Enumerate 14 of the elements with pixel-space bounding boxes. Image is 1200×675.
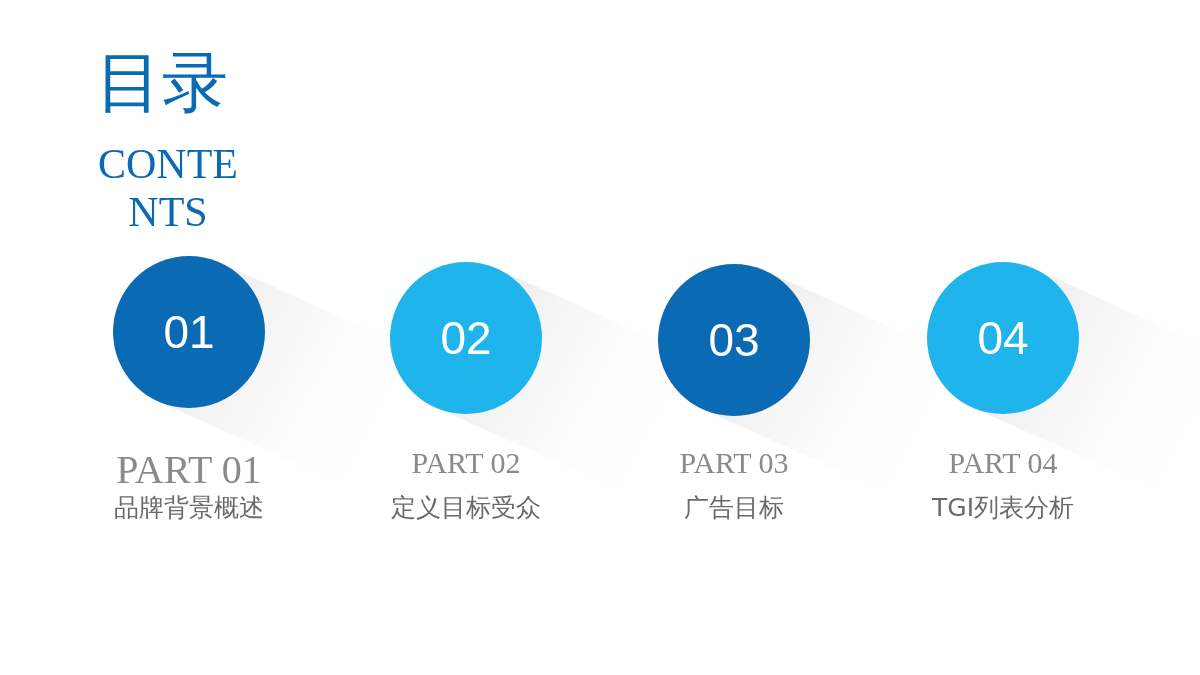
section-title: TGI列表分析 xyxy=(931,495,1075,520)
part-label: PART 04 xyxy=(947,448,1059,478)
title: 目录 xyxy=(96,50,228,116)
part-label: PART 01 xyxy=(115,450,263,490)
number-circle: 02 xyxy=(390,262,542,414)
part-label: PART 03 xyxy=(678,448,790,478)
number-circle: 01 xyxy=(113,256,265,408)
section-title: 品牌背景概述 xyxy=(113,495,265,520)
number-circle: 03 xyxy=(658,264,810,416)
subtitle: CONTENTS xyxy=(97,140,239,237)
number-circle: 04 xyxy=(927,262,1079,414)
section-title: 定义目标受众 xyxy=(390,495,542,520)
section-title: 广告目标 xyxy=(683,495,785,520)
part-label: PART 02 xyxy=(410,448,522,478)
